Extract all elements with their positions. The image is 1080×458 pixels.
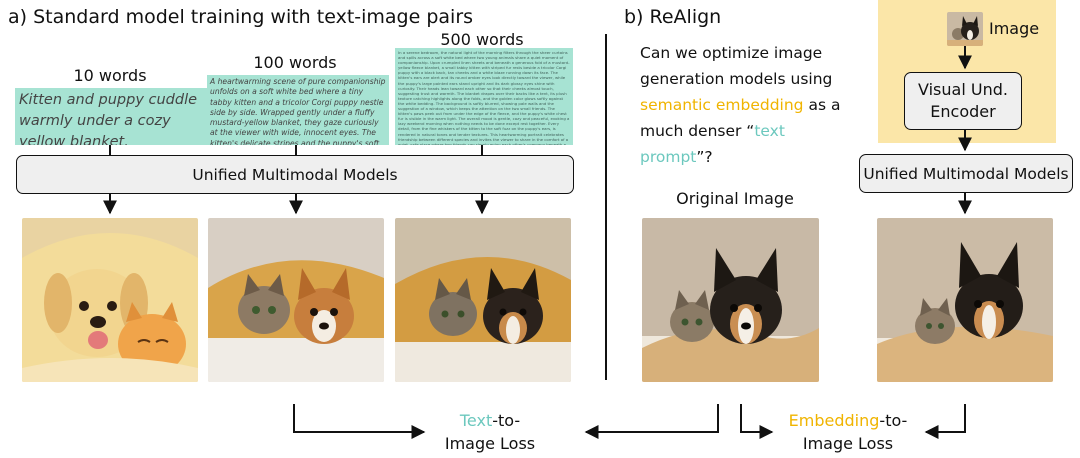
label-10-words: 10 words (73, 66, 147, 85)
arrow-generated-to-text-loss (293, 404, 426, 439)
original-image (642, 218, 819, 382)
arrow-original-to-embedding-loss (740, 404, 774, 439)
encoder-label-line2: Encoder (930, 102, 996, 121)
generated-image-500-words (395, 218, 571, 382)
prompt-100-words: A heartwarming scene of pure companionsh… (207, 75, 389, 145)
arrow-original-to-text-loss (584, 404, 719, 439)
panel-a-title: a) Standard model training with text-ima… (8, 6, 474, 28)
visual-understanding-encoder: Visual Und. Encoder (904, 72, 1022, 130)
prompt-500-words: In a serene bedroom, the natural light o… (395, 48, 573, 145)
realign-question: Can we optimize image generation models … (640, 40, 850, 170)
text-to-image-loss: Text-to- Image Loss (430, 409, 550, 455)
loss-text-rest: -to- (492, 411, 521, 430)
panel-b-title: b) ReAlign (624, 6, 722, 28)
loss-text-highlight: Text (459, 411, 493, 430)
generated-image-10-words (22, 218, 198, 382)
question-semantic-embedding: semantic embedding (640, 96, 804, 114)
loss-embedding-line2: Image Loss (802, 434, 894, 453)
input-image-label: Image (989, 19, 1040, 38)
question-text-pre: Can we optimize image generation models … (640, 44, 833, 88)
loss-text-line2: Image Loss (444, 434, 536, 453)
arrow-reconstructed-to-embedding-loss (924, 404, 966, 439)
reconstructed-image (877, 218, 1053, 382)
question-text-prompt: text prompt (640, 122, 785, 166)
unified-multimodal-models-b: Unified Multimodal Models (859, 154, 1073, 193)
encoder-label-line1: Visual Und. (918, 80, 1008, 99)
generated-image-100-words (208, 218, 384, 382)
label-500-words: 500 words (440, 30, 524, 49)
original-image-label: Original Image (676, 189, 794, 208)
loss-embedding-rest: -to- (879, 411, 908, 430)
unified-multimodal-models-a: Unified Multimodal Models (16, 155, 574, 194)
label-100-words: 100 words (253, 53, 337, 72)
loss-embedding-highlight: Embedding (788, 411, 880, 430)
input-image-thumbnail (947, 12, 983, 46)
question-text-post: ”? (696, 148, 713, 166)
question-text-mid: as a much denser “ (640, 96, 841, 140)
prompt-10-words: Kitten and puppy cuddle warmly under a c… (15, 88, 208, 145)
embedding-to-image-loss: Embedding-to- Image Loss (778, 409, 918, 455)
